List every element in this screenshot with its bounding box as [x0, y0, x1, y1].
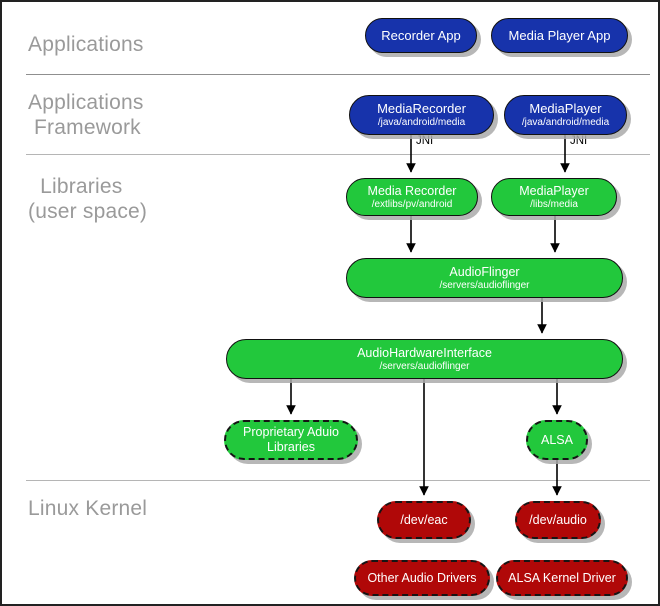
node-dev-eac-title: /dev/eac	[400, 513, 448, 527]
node-mediaplayer-framework-path: /java/android/media	[521, 116, 610, 128]
node-alsa[interactable]: ALSA	[526, 420, 588, 460]
node-media-player-app[interactable]: Media Player App	[491, 18, 628, 53]
node-mediaplayer-library-title: MediaPlayer	[519, 183, 589, 198]
node-dev-audio[interactable]: /dev/audio	[515, 501, 601, 539]
node-alsa-kernel-driver-title: ALSA Kernel Driver	[508, 571, 616, 585]
node-media-recorder-library-path: /extlibs/pv/android	[371, 198, 453, 210]
divider-applications-framework	[26, 154, 650, 155]
node-dev-audio-title: /dev/audio	[529, 513, 587, 527]
layer-label-linux-kernel: Linux Kernel	[28, 497, 148, 520]
node-mediarecorder-framework-title: MediaRecorder	[377, 100, 466, 116]
node-other-audio-drivers[interactable]: Other Audio Drivers	[354, 560, 490, 596]
node-audioflinger[interactable]: AudioFlinger /servers/audioflinger	[346, 258, 623, 298]
node-media-recorder-library-title: Media Recorder	[367, 183, 457, 198]
edge-label-jni-player: JNI	[570, 135, 588, 147]
node-mediaplayer-framework-title: MediaPlayer	[529, 100, 602, 116]
node-mediaplayer-library[interactable]: MediaPlayer /libs/media	[491, 178, 617, 216]
node-audiohardwareinterface[interactable]: AudioHardwareInterface /servers/audiofli…	[226, 339, 623, 379]
node-mediaplayer-library-path: /libs/media	[530, 198, 578, 210]
node-audioflinger-title: AudioFlinger	[449, 264, 520, 279]
divider-linux-kernel	[26, 480, 650, 481]
edge-label-jni-recorder: JNI	[416, 135, 434, 147]
node-audioflinger-path: /servers/audioflinger	[439, 279, 530, 291]
node-dev-eac[interactable]: /dev/eac	[377, 501, 471, 539]
node-mediarecorder-framework[interactable]: MediaRecorder /java/android/media	[349, 95, 494, 135]
node-recorder-app-title: Recorder App	[381, 27, 461, 43]
node-recorder-app[interactable]: Recorder App	[365, 18, 477, 53]
node-mediarecorder-framework-path: /java/android/media	[377, 116, 466, 128]
node-media-recorder-library[interactable]: Media Recorder /extlibs/pv/android	[346, 178, 478, 216]
node-proprietary-audio-libraries[interactable]: Proprietary Aduio Libraries	[224, 420, 358, 460]
node-media-player-app-title: Media Player App	[508, 27, 611, 43]
divider-applications	[26, 74, 650, 75]
node-other-audio-drivers-title: Other Audio Drivers	[367, 571, 477, 585]
node-alsa-kernel-driver[interactable]: ALSA Kernel Driver	[496, 560, 628, 596]
node-alsa-title: ALSA	[541, 433, 573, 447]
node-audiohardwareinterface-title: AudioHardwareInterface	[357, 345, 492, 360]
node-proprietary-audio-libraries-title: Proprietary Aduio Libraries	[243, 425, 339, 454]
node-audiohardwareinterface-path: /servers/audioflinger	[379, 360, 470, 372]
layer-label-applications: Applications	[28, 33, 144, 56]
layer-label-libraries: Libraries (user space)	[28, 175, 148, 223]
layer-label-applications-framework: Applications Framework	[28, 91, 144, 139]
node-mediaplayer-framework[interactable]: MediaPlayer /java/android/media	[504, 95, 627, 135]
